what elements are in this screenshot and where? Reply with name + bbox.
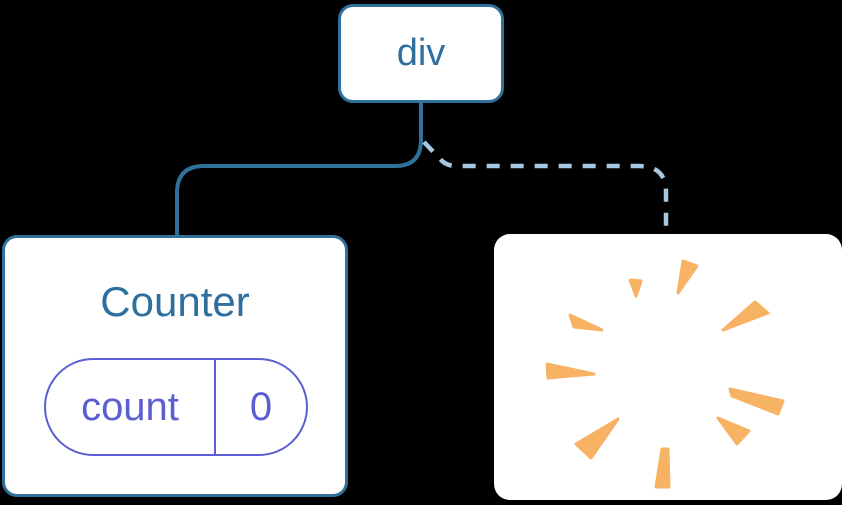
root-node-label: div bbox=[396, 32, 446, 74]
counter-node-title: Counter bbox=[100, 278, 250, 325]
state-key: count bbox=[81, 384, 179, 429]
removed-component-node bbox=[494, 234, 842, 500]
dashed-connector-div-to-removed bbox=[422, 140, 669, 233]
counter-component-node: Counter count 0 bbox=[2, 235, 348, 497]
state-pill-divider bbox=[214, 360, 216, 454]
state-pill: count 0 bbox=[44, 358, 308, 456]
poof-burst-icon bbox=[545, 259, 785, 489]
solid-connector-div-to-counter bbox=[175, 103, 423, 235]
state-value: 0 bbox=[249, 384, 273, 429]
root-node-div: div bbox=[338, 4, 504, 103]
